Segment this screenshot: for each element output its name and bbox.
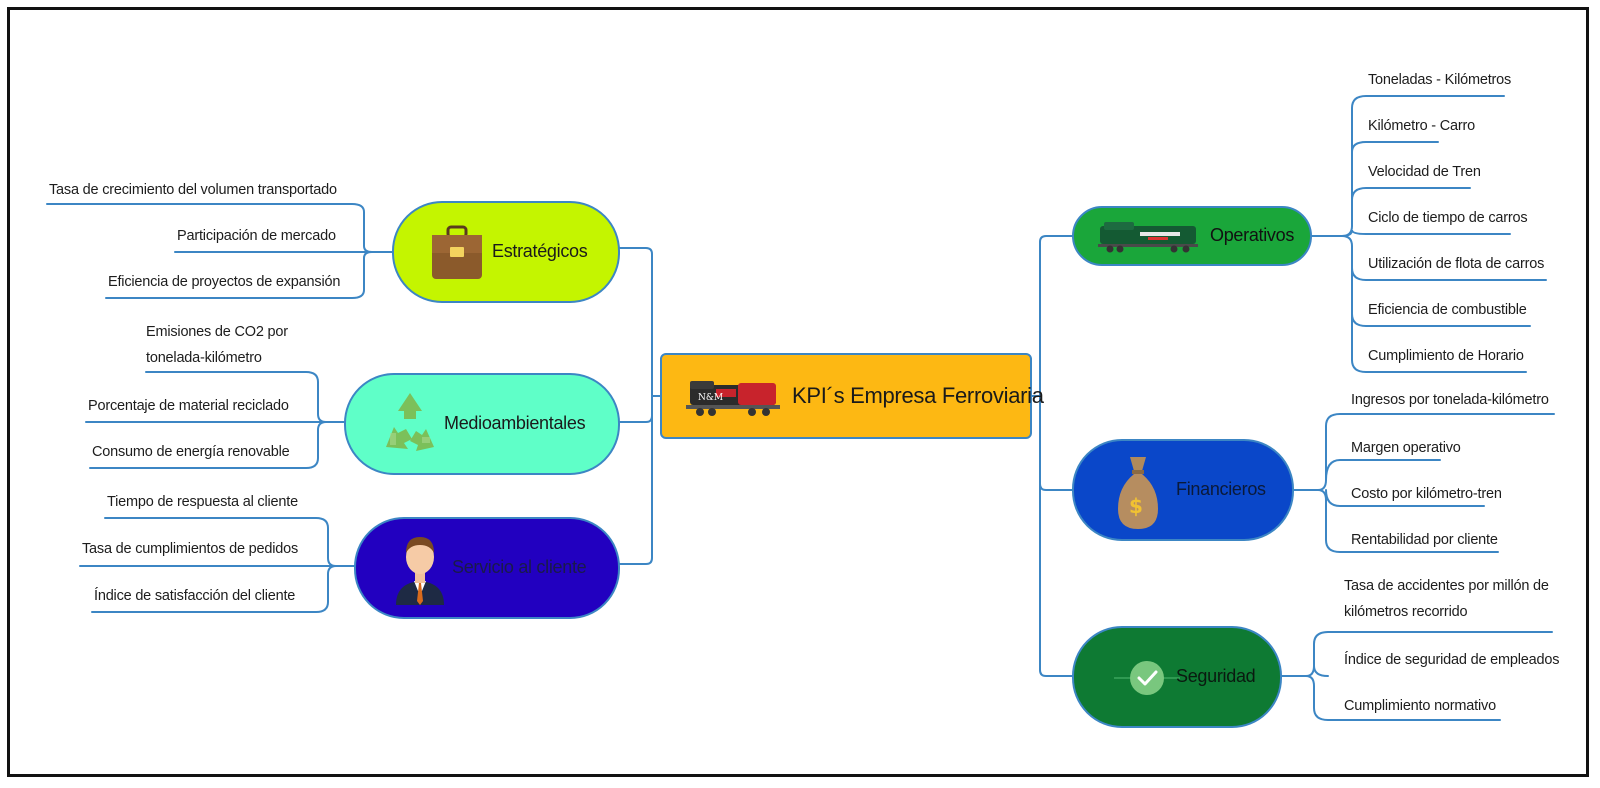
branch-medioambientales[interactable]: Medioambientales xyxy=(344,373,620,475)
locomotive-green-icon xyxy=(1098,222,1198,253)
leaf-medioambientales-2: Porcentaje de material reciclado xyxy=(88,398,289,414)
leaf-seguridad-0: Tasa de accidentes por millón de xyxy=(1344,578,1549,594)
leaf-financieros-0: Ingresos por tonelada-kilómetro xyxy=(1351,392,1549,408)
locomotive-red-icon: N&M xyxy=(686,381,780,416)
connector-seguridad xyxy=(1039,483,1073,677)
leaf-estrategicos-1: Participación de mercado xyxy=(177,228,336,244)
money-bag-icon: $ xyxy=(1118,457,1158,529)
connector-estrategicos xyxy=(619,247,661,397)
central-node[interactable]: N&M KPI´s Empresa Ferroviaria xyxy=(660,353,1044,439)
leaf-seguridad-2: Índice de seguridad de empleados xyxy=(1344,652,1560,668)
branch-label-seguridad: Seguridad xyxy=(1176,666,1256,686)
leaf-financieros-3: Rentabilidad por cliente xyxy=(1351,532,1498,548)
connector-operativos xyxy=(1031,235,1073,397)
leaf-seguridad-1: kilómetros recorrido xyxy=(1344,604,1468,620)
branch-label-operativos: Operativos xyxy=(1210,225,1295,245)
leaf-operativos-0: Toneladas - Kilómetros xyxy=(1368,72,1512,88)
central-label: KPI´s Empresa Ferroviaria xyxy=(792,383,1044,408)
connector-medioambientales xyxy=(619,395,653,423)
branch-estrategicos[interactable]: Estratégicos xyxy=(392,201,620,303)
leaf-financieros-2: Costo por kilómetro-tren xyxy=(1351,486,1502,502)
leaf-medioambientales-3: Consumo de energía renovable xyxy=(92,444,290,460)
recycle-icon xyxy=(386,393,434,451)
leaf-servicio-0: Tiempo de respuesta al cliente xyxy=(107,494,298,510)
leaf-estrategicos-0: Tasa de crecimiento del volumen transpor… xyxy=(49,182,337,198)
leaf-medioambientales-0: Emisiones de CO2 por xyxy=(146,324,288,340)
branch-label-estrategicos: Estratégicos xyxy=(492,241,588,261)
businessman-icon xyxy=(396,537,444,605)
branch-label-medioambientales: Medioambientales xyxy=(444,413,586,433)
leaf-operativos-2: Velocidad de Tren xyxy=(1368,164,1481,180)
leaf-operativos-4: Utilización de flota de carros xyxy=(1368,256,1545,272)
branch-label-financieros: Financieros xyxy=(1176,479,1266,499)
leaf-operativos-6: Cumplimiento de Horario xyxy=(1368,348,1524,364)
connector-financieros xyxy=(1039,395,1073,491)
svg-text:N&M: N&M xyxy=(698,393,723,403)
leaf-seguridad-3: Cumplimiento normativo xyxy=(1344,698,1496,714)
branch-financieros[interactable]: $ Financieros xyxy=(1072,439,1294,541)
leaf-operativos-5: Eficiencia de combustible xyxy=(1368,302,1527,318)
briefcase-icon xyxy=(432,225,482,279)
leaf-medioambientales-1: tonelada-kilómetro xyxy=(146,350,262,366)
leaf-servicio-2: Índice de satisfacción del cliente xyxy=(94,588,296,604)
branch-seguridad[interactable]: Seguridad xyxy=(1072,626,1282,728)
svg-text:$: $ xyxy=(1129,494,1143,518)
leaf-estrategicos-2: Eficiencia de proyectos de expansión xyxy=(108,274,341,290)
leaf-financieros-1: Margen operativo xyxy=(1351,440,1461,456)
leaf-operativos-3: Ciclo de tiempo de carros xyxy=(1368,210,1528,226)
leaf-operativos-1: Kilómetro - Carro xyxy=(1368,118,1475,134)
checkmark-icon xyxy=(1114,661,1180,695)
branch-servicio[interactable]: Servicio al cliente xyxy=(354,517,620,619)
leaf-servicio-1: Tasa de cumplimientos de pedidos xyxy=(82,541,299,557)
branch-label-servicio: Servicio al cliente xyxy=(452,557,587,577)
connector-servicio xyxy=(619,415,653,565)
branch-operativos[interactable]: Operativos xyxy=(1072,206,1312,266)
